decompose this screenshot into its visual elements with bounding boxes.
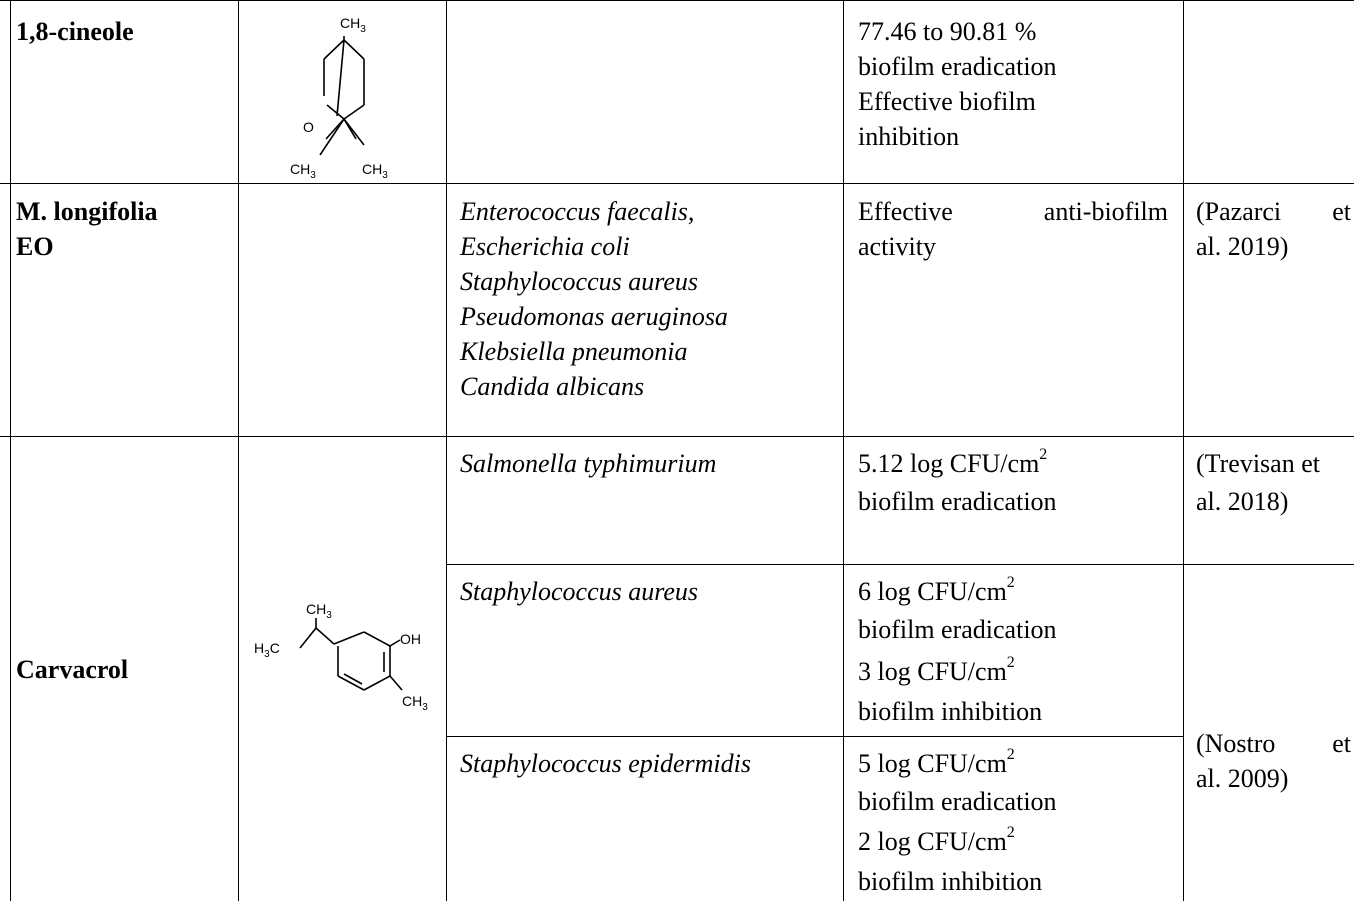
organism-name: Escherichia coli [460, 232, 630, 261]
row-divider [0, 183, 1354, 184]
row-divider [446, 736, 1183, 737]
activity-line: 6 log CFU/cm2 [858, 574, 1015, 609]
row-divider [0, 436, 1354, 437]
superscript: 2 [1006, 574, 1015, 592]
activity-line: biofilm eradication [858, 615, 1057, 644]
activity-value: 2 log CFU/cm [858, 827, 1007, 856]
activity-line: biofilm eradication [858, 487, 1057, 516]
superscript: 2 [1006, 654, 1015, 672]
superscript: 2 [1006, 746, 1015, 764]
compound-name: Carvacrol [16, 655, 129, 684]
reference-line: (Nostro et [1196, 726, 1351, 761]
reference-word: et [1332, 729, 1351, 758]
col-divider [843, 0, 844, 901]
activity-line: 77.46 to 90.81 % [858, 17, 1037, 46]
compound-name: M. longifolia [16, 197, 158, 226]
organism-name: Salmonella typhimurium [460, 449, 717, 478]
organism-name: Pseudomonas aeruginosa [460, 302, 728, 331]
reference-line: al. 2009) [1196, 764, 1289, 793]
reference-line: al. 2018) [1196, 487, 1289, 516]
activity-word: anti-biofilm [1043, 197, 1168, 226]
reference-line: al. 2019) [1196, 232, 1289, 261]
reference-word: (Nostro [1196, 729, 1276, 758]
organism-name: Staphylococcus epidermidis [460, 749, 751, 778]
activity-line: biofilm eradication [858, 52, 1057, 81]
activity-line: Effective anti-biofilm [858, 194, 1168, 229]
col-divider [446, 0, 447, 901]
ch3-label-top: CH3 [340, 15, 366, 35]
oxygen-label: O [303, 119, 314, 135]
ch3-label-left: CH3 [290, 161, 316, 181]
reference-line: (Trevisan et [1196, 449, 1320, 478]
activity-line: inhibition [858, 122, 960, 151]
organism-name: Staphylococcus aureus [460, 577, 699, 606]
col-divider [1183, 0, 1184, 901]
compound-name: EO [16, 232, 54, 261]
ch3-label-top: CH3 [306, 601, 332, 621]
superscript: 2 [1006, 824, 1015, 842]
activity-value: 6 log CFU/cm [858, 577, 1007, 606]
ch3-label-right: CH3 [362, 161, 388, 181]
compound-name: 1,8-cineole [16, 17, 134, 46]
activity-value: 3 log CFU/cm [858, 657, 1007, 686]
activity-line: biofilm inhibition [858, 697, 1043, 726]
activity-line: 2 log CFU/cm2 [858, 824, 1015, 859]
reference-word: (Pazarci [1196, 197, 1282, 226]
table-border-top [0, 0, 1354, 1]
organism-name: Klebsiella pneumonia [460, 337, 688, 366]
activity-line: 5 log CFU/cm2 [858, 746, 1015, 781]
oh-label: OH [400, 631, 421, 647]
cineole-structure-image: CH3 O CH3 CH3 [290, 15, 388, 181]
h3c-label: H3C [254, 640, 280, 660]
superscript: 2 [1039, 446, 1048, 464]
col-divider [238, 0, 239, 901]
reference-word: et [1332, 197, 1351, 226]
organism-name: Candida albicans [460, 372, 645, 401]
col-divider [10, 0, 11, 901]
organism-name: Enterococcus faecalis, [460, 197, 695, 226]
activity-line: biofilm inhibition [858, 867, 1043, 896]
activity-line: 5.12 log CFU/cm2 [858, 446, 1047, 481]
organism-name: Staphylococcus aureus [460, 267, 699, 296]
activity-line: 3 log CFU/cm2 [858, 654, 1015, 689]
activity-line: biofilm eradication [858, 787, 1057, 816]
ch3-label-right: CH3 [402, 693, 428, 713]
carvacrol-structure-image: CH3 H3C OH CH3 [254, 601, 428, 713]
activity-line: activity [858, 232, 936, 261]
reference-line: (Pazarci et [1196, 194, 1351, 229]
activity-word: Effective [858, 197, 953, 226]
activity-value: 5 log CFU/cm [858, 749, 1007, 778]
row-divider [446, 564, 1354, 565]
activity-line: Effective biofilm [858, 87, 1036, 116]
activity-value: 5.12 log CFU/cm [858, 449, 1040, 478]
